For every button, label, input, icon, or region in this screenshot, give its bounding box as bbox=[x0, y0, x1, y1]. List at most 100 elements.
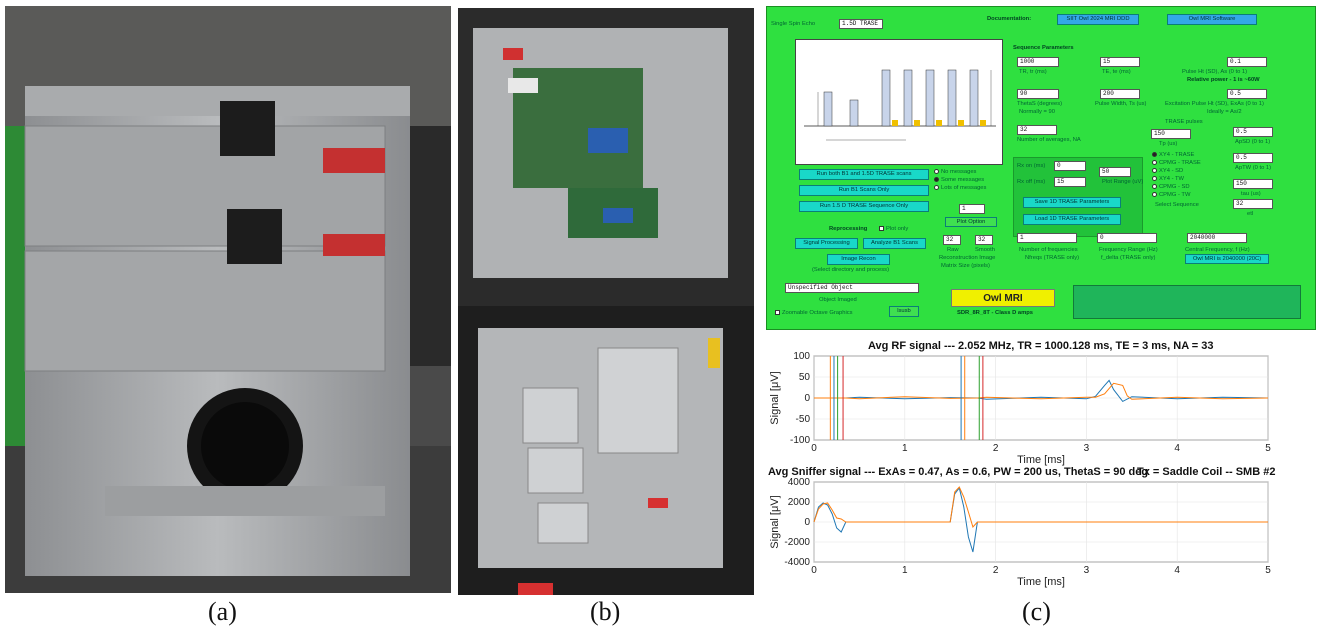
series-line-1 bbox=[814, 382, 1269, 400]
tau-label: tau (us) bbox=[1241, 191, 1261, 197]
smooth-input[interactable]: 32 bbox=[975, 235, 993, 245]
y-tick-label: 4000 bbox=[788, 478, 811, 488]
x-tick-label: 0 bbox=[811, 443, 817, 454]
plot-range-label: Plot Range (uV) bbox=[1102, 179, 1144, 185]
analyze-b1-button[interactable]: Analyze B1 Scans bbox=[863, 238, 926, 249]
plot-only-checkbox[interactable]: Plot only bbox=[879, 226, 908, 233]
te-input[interactable]: 15 bbox=[1100, 57, 1140, 67]
select-sequence-label: Select Sequence bbox=[1155, 202, 1199, 208]
run-15d-button[interactable]: Run 1.5 D TRASE Sequence Only bbox=[799, 201, 929, 212]
central-freq-input[interactable]: 2040000 bbox=[1187, 233, 1247, 243]
caption-a: (a) bbox=[208, 597, 237, 626]
na-input[interactable]: 32 bbox=[1017, 125, 1057, 135]
plot-option-input[interactable]: 1 bbox=[959, 204, 985, 214]
plot1-title: Avg RF signal --- 2.052 MHz, TR = 1000.1… bbox=[868, 340, 1214, 352]
pulse-ht-input[interactable]: 0.1 bbox=[1227, 57, 1267, 67]
recon-label: Reconstruction Image bbox=[939, 255, 996, 261]
y-tick-label: 50 bbox=[799, 372, 811, 383]
trase-pulses-heading: TRASE pulses bbox=[1165, 119, 1203, 125]
rx-on-input[interactable]: 0 bbox=[1054, 161, 1086, 171]
seq-params-heading: Sequence Parameters bbox=[1013, 45, 1074, 51]
x-tick-label: 5 bbox=[1265, 443, 1271, 454]
photo-a-enclosure bbox=[5, 6, 451, 593]
plot2-title-right: Tx = Saddle Coil -- SMB #2 bbox=[1137, 466, 1276, 478]
theta-label: ThetaS (degrees) bbox=[1017, 101, 1063, 107]
seq-option-3[interactable]: XY4 - TW bbox=[1152, 176, 1184, 183]
run-both-button[interactable]: Run both B1 and 1.5D TRASE scans bbox=[799, 169, 929, 180]
smooth-label: Smooth bbox=[975, 247, 995, 253]
plot2-title: Avg Sniffer signal --- ExAs = 0.47, As =… bbox=[768, 466, 1149, 478]
y-tick-label: 2000 bbox=[788, 497, 811, 508]
zoomable-graphics-checkbox[interactable]: Zoomable Octave Graphics bbox=[775, 310, 853, 317]
seq-option-1[interactable]: CPMG - TRASE bbox=[1152, 160, 1201, 167]
x-tick-label: 2 bbox=[993, 443, 999, 454]
apsd-label: ApSD (0 to 1) bbox=[1235, 139, 1271, 145]
tr-input[interactable]: 1000 bbox=[1017, 57, 1059, 67]
pulse-width-input[interactable]: 200 bbox=[1100, 89, 1140, 99]
frange-label: Frequency Range (Hz) bbox=[1099, 247, 1158, 253]
plot-option-button[interactable]: Plot Option bbox=[945, 217, 997, 227]
owl-mri-subtitle: SDR_8R_8T - Class D amps bbox=[957, 310, 1034, 316]
y-tick-label: -50 bbox=[796, 414, 811, 425]
y-tick-label: 0 bbox=[804, 393, 810, 404]
theta-input[interactable]: 90 bbox=[1017, 89, 1059, 99]
seq-option-4[interactable]: CPMG - SD bbox=[1152, 184, 1190, 191]
msg-option-0[interactable]: No messages bbox=[934, 169, 976, 176]
lsusb-button[interactable]: lsusb bbox=[889, 306, 919, 317]
plot-range-input[interactable]: 50 bbox=[1099, 167, 1131, 177]
signal-processing-button[interactable]: Signal Processing bbox=[795, 238, 858, 249]
seq-option-5[interactable]: CPMG - TW bbox=[1152, 192, 1190, 199]
excitation-note: Ideally = As/2 bbox=[1207, 109, 1242, 115]
documentation-label: Documentation: bbox=[987, 16, 1032, 22]
load-params-button[interactable]: Load 1D TRASE Parameters bbox=[1023, 214, 1121, 225]
nfreq-input[interactable]: 1 bbox=[1017, 233, 1077, 243]
x-tick-label: 2 bbox=[993, 565, 999, 576]
nfreq-label: Number of frequencies bbox=[1019, 247, 1078, 253]
aptw-label: ApTW (0 to 1) bbox=[1235, 165, 1272, 171]
image-recon-button[interactable]: Image Recon bbox=[827, 254, 890, 265]
relative-power-note: Relative power - 1 is ~60W bbox=[1187, 77, 1260, 83]
excitation-label: Excitation Pulse Ht (SD), ExAs (0 to 1) bbox=[1165, 101, 1264, 107]
rx-off-input[interactable]: 15 bbox=[1054, 177, 1086, 187]
msg-option-2[interactable]: Lots of messages bbox=[934, 185, 986, 192]
caption-c: (c) bbox=[1022, 597, 1051, 626]
tab-single-spin-echo[interactable]: Single Spin Echo bbox=[771, 21, 816, 27]
reprocessing-heading: Reprocessing bbox=[829, 226, 868, 232]
apsd-input[interactable]: 0.5 bbox=[1233, 127, 1273, 137]
object-imaged-input[interactable]: Unspecified Object bbox=[785, 283, 919, 293]
y-tick-label: -4000 bbox=[784, 557, 810, 568]
tab-trase[interactable]: 1.5D TRASE bbox=[839, 19, 883, 29]
x-tick-label: 1 bbox=[902, 443, 908, 454]
x-axis-label: Time [ms] bbox=[1017, 576, 1065, 588]
save-params-button[interactable]: Save 1D TRASE Parameters bbox=[1023, 197, 1121, 208]
run-b1-button[interactable]: Run B1 Scans Only bbox=[799, 185, 929, 196]
owl-mri-banner: Owl MRI bbox=[951, 289, 1055, 307]
etl-label: etl bbox=[1247, 211, 1254, 217]
pulse-width-label: Pulse Width, Ts (us) bbox=[1095, 101, 1147, 107]
tau-input[interactable]: 150 bbox=[1233, 179, 1273, 189]
frange-input[interactable]: 0 bbox=[1097, 233, 1157, 243]
seq-option-2[interactable]: XY4 - SD bbox=[1152, 168, 1183, 175]
select-directory-label: (Select directory and process) bbox=[812, 267, 890, 273]
etl-input[interactable]: 32 bbox=[1233, 199, 1273, 209]
seq-option-0[interactable]: XY4 - TRASE bbox=[1152, 152, 1194, 159]
raw-input[interactable]: 32 bbox=[943, 235, 961, 245]
tp-input[interactable]: 150 bbox=[1151, 129, 1191, 139]
owl-mri-freq-button[interactable]: Owl MRI is 2040000 (20C) bbox=[1185, 254, 1269, 264]
doc-button[interactable]: SIIT Owl 2024 MRI DDD bbox=[1057, 14, 1139, 25]
status-panel bbox=[1073, 285, 1301, 319]
aptw-input[interactable]: 0.5 bbox=[1233, 153, 1273, 163]
object-imaged-label: Object Imaged bbox=[819, 297, 857, 303]
pulse-ht-label: Pulse Ht (SD), As (0 to 1) bbox=[1182, 69, 1248, 75]
software-button[interactable]: Owl MRI Software bbox=[1167, 14, 1257, 25]
central-freq-label: Central Frequency, f (Hz) bbox=[1185, 247, 1250, 253]
x-axis-label: Time [ms] bbox=[1017, 454, 1065, 466]
msg-option-1[interactable]: Some messages bbox=[934, 177, 984, 184]
series-line-0 bbox=[814, 379, 1269, 403]
x-tick-label: 4 bbox=[1174, 443, 1180, 454]
excitation-input[interactable]: 0.5 bbox=[1227, 89, 1267, 99]
x-tick-label: 4 bbox=[1174, 565, 1180, 576]
x-tick-label: 3 bbox=[1084, 565, 1090, 576]
